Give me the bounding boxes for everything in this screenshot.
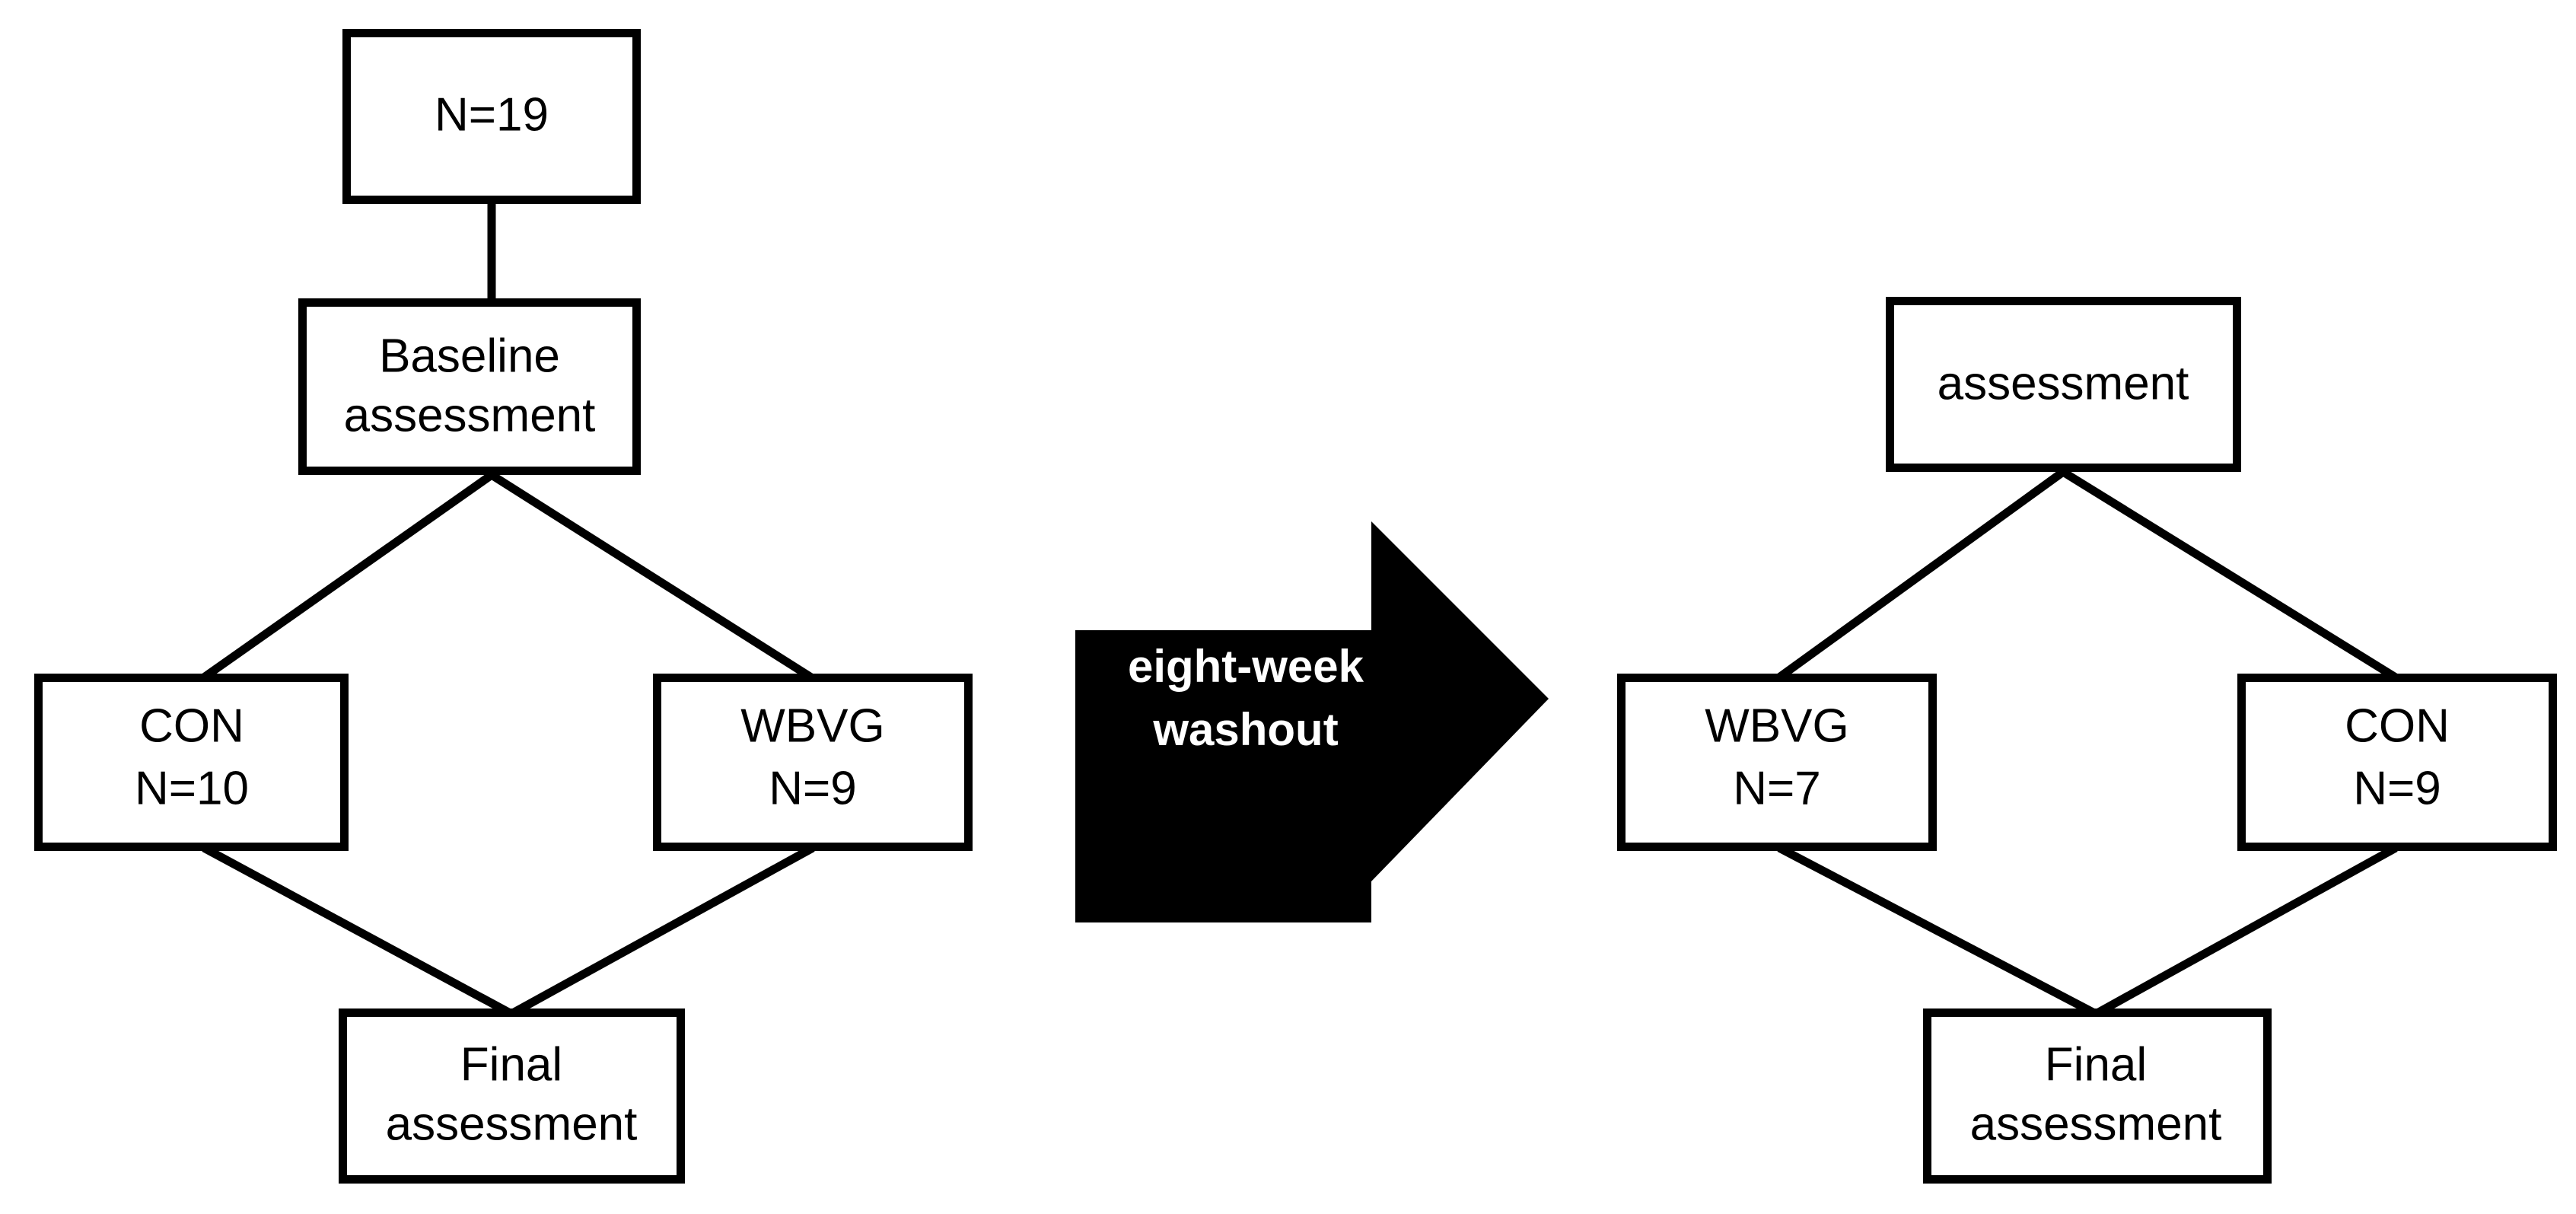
baseline-assessment-line2: assessment	[344, 389, 596, 441]
postwashout-assessment-box	[1886, 297, 2241, 472]
wbvg-period-one-name: WBVG	[740, 699, 884, 752]
wbvg-period-one-n: N=9	[769, 762, 856, 814]
washout-label-line2: washout	[1152, 704, 1338, 755]
enrollment-box	[342, 29, 641, 204]
postwashout-assessment-label: assessment	[1938, 357, 2189, 409]
node-baseline-assessment: Baseline assessment	[298, 298, 641, 475]
connector-assessment-to-con-two	[2061, 468, 2398, 681]
wbvg-period-two-box	[1617, 674, 1937, 851]
connector-baseline-to-wbvg	[489, 471, 814, 681]
con-period-two-n: N=9	[2353, 762, 2441, 814]
con-period-one-name: CON	[139, 699, 244, 752]
final-assessment-one-line2: assessment	[386, 1098, 638, 1150]
node-group-con-period-two: CON N=9	[2237, 674, 2557, 851]
node-postwashout-assessment: assessment	[1886, 297, 2241, 472]
con-period-two-name: CON	[2345, 699, 2450, 752]
final-assessment-two-line2: assessment	[1970, 1098, 2222, 1150]
baseline-assessment-box	[298, 298, 641, 475]
con-period-one-box	[34, 674, 349, 851]
wbvg-period-one-box	[653, 674, 973, 851]
final-assessment-two-line1: Final	[2045, 1038, 2147, 1091]
washout-arrow: eight-week washout	[1075, 521, 1549, 922]
connector-wbvg-to-final-two	[1777, 844, 2098, 1018]
washout-label-line1: eight-week	[1128, 641, 1364, 692]
final-assessment-two-box	[1923, 1008, 2272, 1184]
node-final-assessment-period-one: Final assessment	[339, 1008, 685, 1184]
node-enrollment: N=19	[342, 29, 641, 204]
node-group-wbvg-period-one: WBVG N=9	[653, 674, 973, 851]
connector-assessment-to-wbvg-two	[1776, 468, 2066, 681]
connector-con-to-final-two	[2094, 844, 2398, 1018]
connector-con-to-final-one	[202, 844, 514, 1018]
right-arrow-icon	[1075, 521, 1549, 922]
connector-baseline-to-con	[201, 471, 495, 681]
con-period-two-box	[2237, 674, 2557, 851]
final-assessment-one-line1: Final	[460, 1038, 562, 1091]
enrollment-label: N=19	[435, 88, 549, 141]
node-final-assessment-period-two: Final assessment	[1923, 1008, 2272, 1184]
connector-wbvg-to-final-one	[509, 844, 815, 1018]
node-group-con-period-one: CON N=10	[34, 674, 349, 851]
con-period-one-n: N=10	[135, 762, 249, 814]
wbvg-period-two-name: WBVG	[1705, 699, 1848, 752]
node-group-wbvg-period-two: WBVG N=7	[1617, 674, 1937, 851]
wbvg-period-two-n: N=7	[1733, 762, 1820, 814]
baseline-assessment-line1: Baseline	[379, 330, 560, 382]
final-assessment-one-box	[339, 1008, 685, 1184]
